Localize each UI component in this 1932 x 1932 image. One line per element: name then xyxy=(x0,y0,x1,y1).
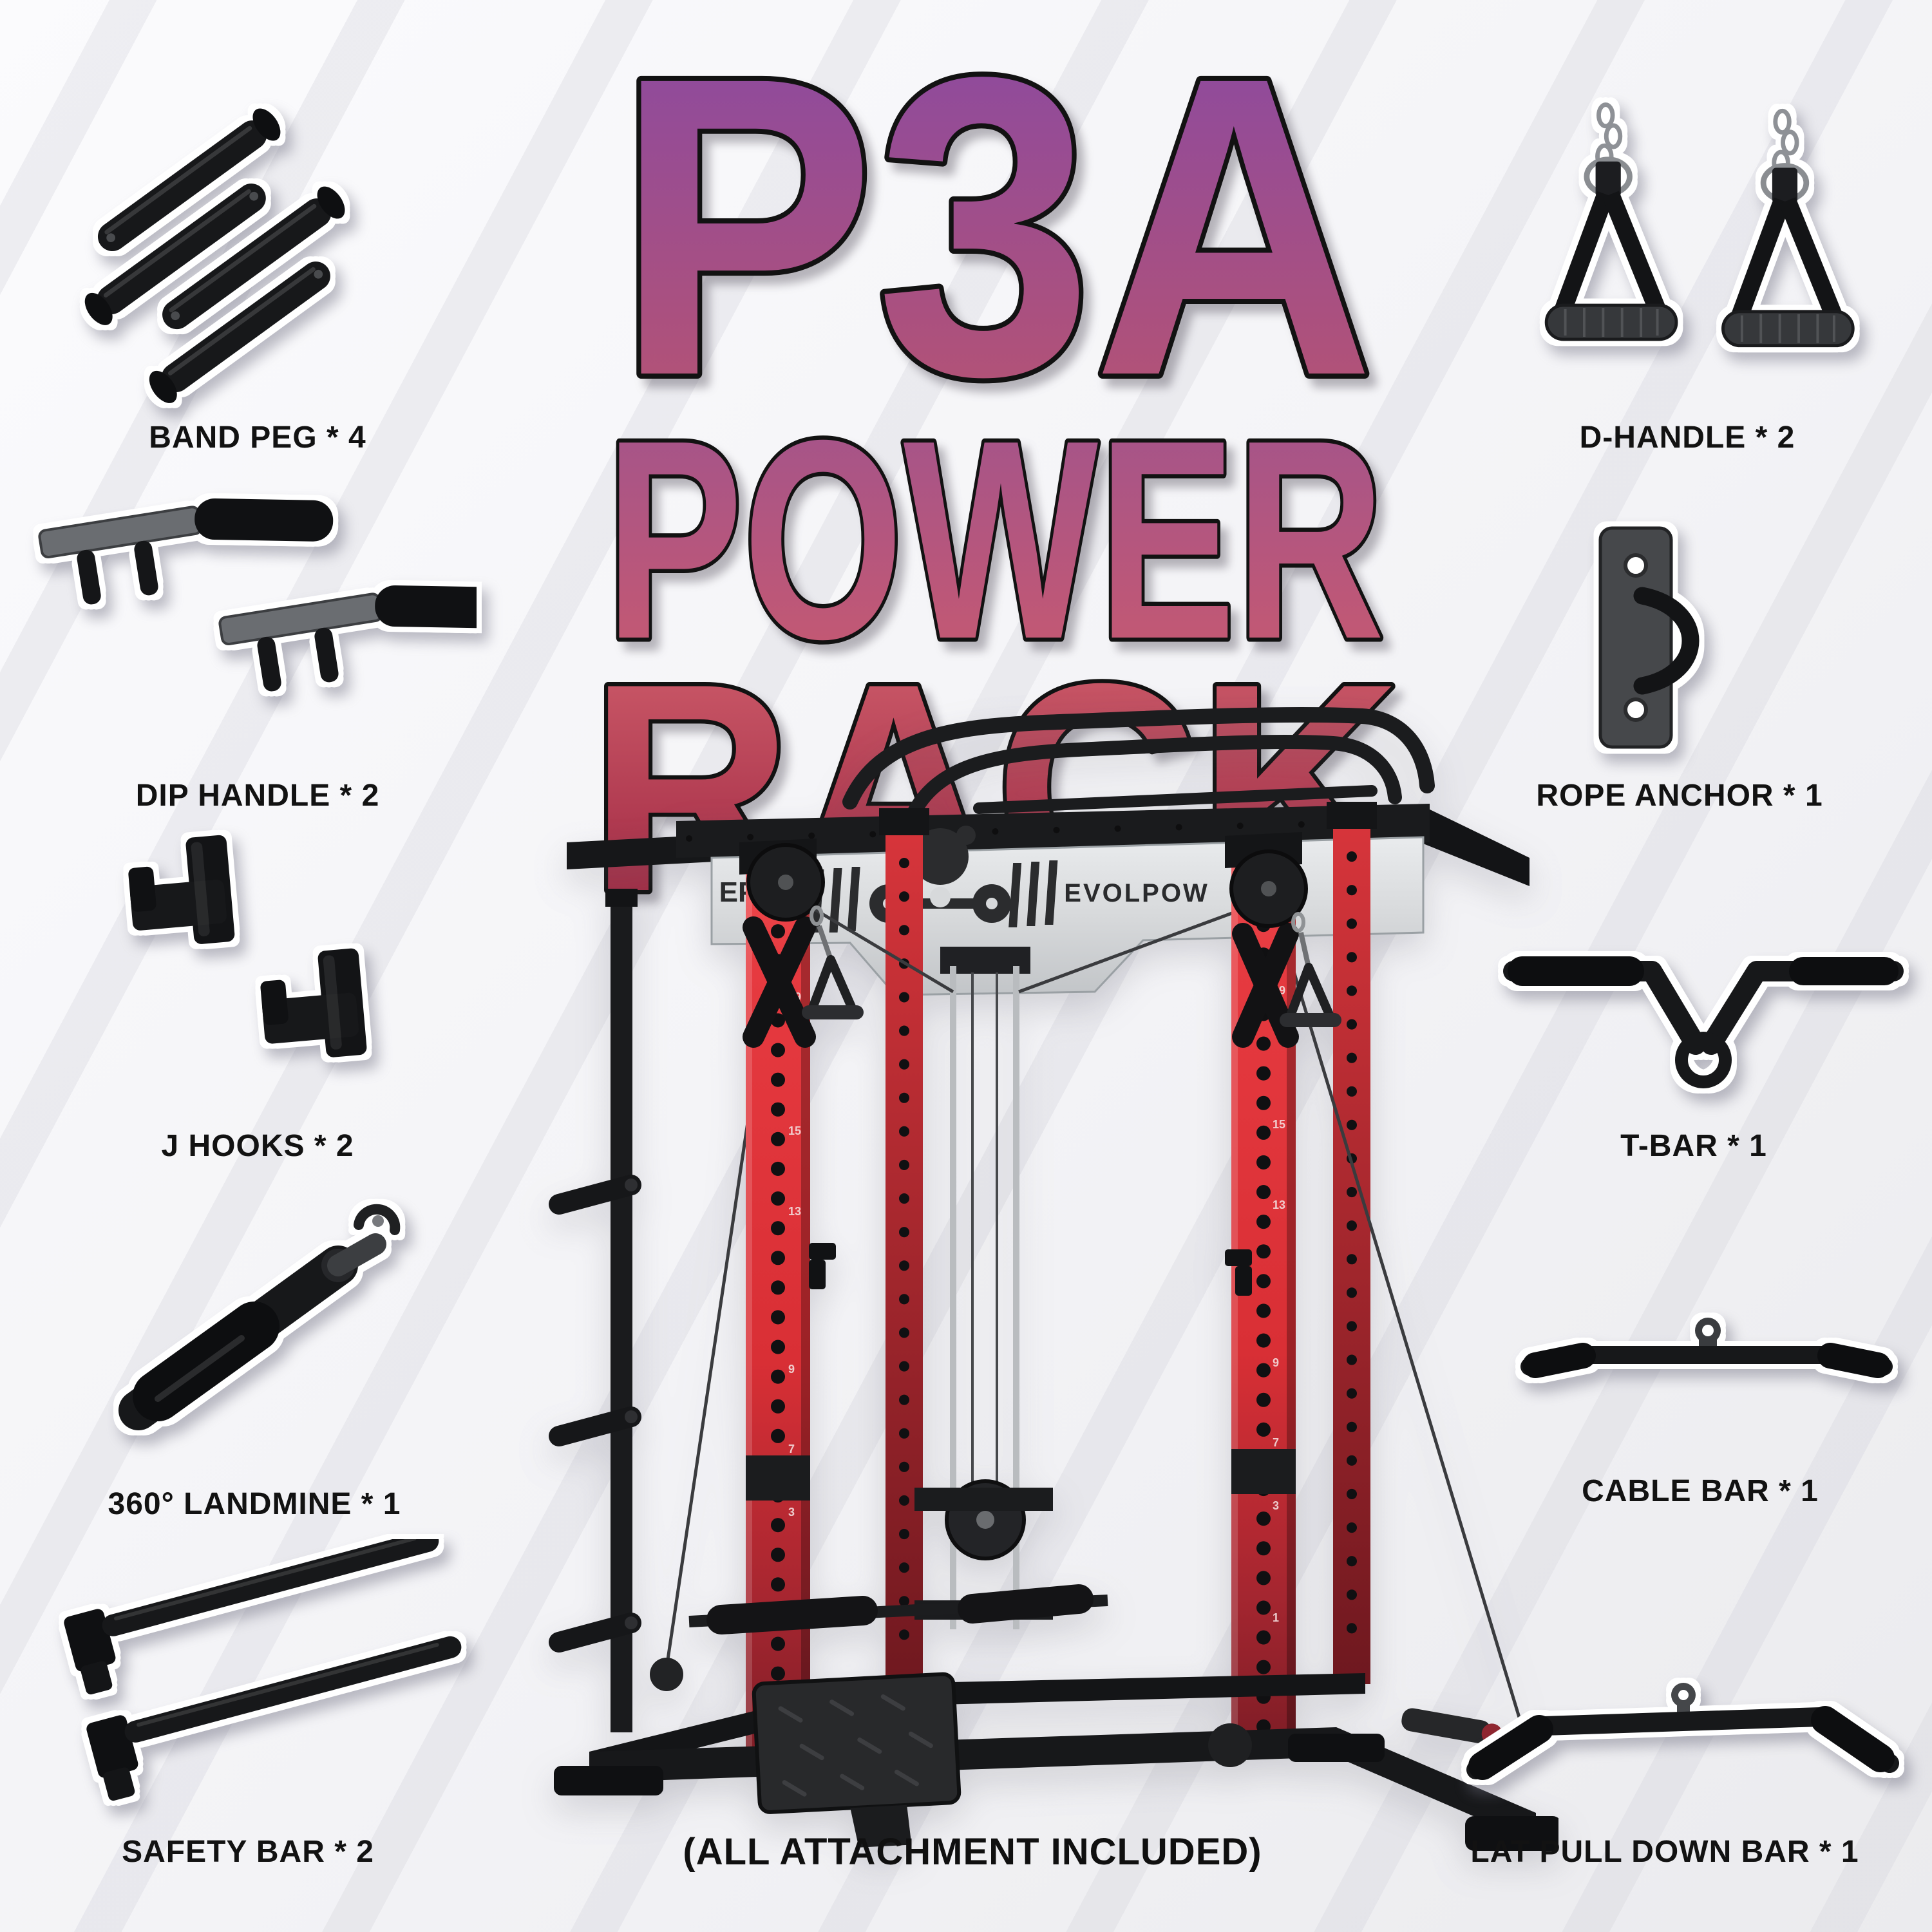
svg-text:7: 7 xyxy=(788,1443,795,1455)
left-pulley xyxy=(743,843,833,1048)
cable-end-weight xyxy=(650,1658,683,1691)
title-block: P3A POWER RACK xyxy=(585,0,1405,958)
svg-text:1: 1 xyxy=(1273,1611,1279,1624)
label-band-peg: BAND PEG * 4 xyxy=(149,421,366,455)
svg-text:9: 9 xyxy=(1273,1356,1279,1369)
label-lat-pull-down-bar: LAT PULL DOWN BAR * 1 xyxy=(1470,1835,1859,1869)
svg-text:15: 15 xyxy=(788,1124,801,1137)
svg-text:7: 7 xyxy=(1273,1436,1279,1449)
label-rope-anchor: ROPE ANCHOR * 1 xyxy=(1536,779,1823,813)
lat-pull-down-bar-icon xyxy=(1466,1683,1899,1780)
back-uprights xyxy=(879,802,1377,1697)
j-hooks-icon xyxy=(128,835,367,1057)
landmine-icon xyxy=(118,1204,401,1430)
svg-text:9: 9 xyxy=(788,1363,795,1376)
power-rack-illustration: EVOLPOW EP xyxy=(549,706,1558,1851)
rope-anchor-icon xyxy=(1598,526,1700,749)
d-handle-icon xyxy=(1544,102,1855,348)
foot-plate xyxy=(752,1672,961,1848)
brand-text: EVOLPOW xyxy=(1064,879,1209,907)
right-pulley xyxy=(1229,849,1311,1048)
svg-text:3: 3 xyxy=(1273,1499,1279,1512)
footnote: (ALL ATTACHMENT INCLUDED) xyxy=(683,1831,1262,1873)
svg-text:13: 13 xyxy=(1273,1198,1285,1211)
label-j-hooks: J HOOKS * 2 xyxy=(161,1129,354,1163)
row-handles xyxy=(688,1584,1108,1634)
lat-tower xyxy=(914,947,1053,1629)
cable-bar-icon xyxy=(1520,1318,1893,1378)
band-peg-icon xyxy=(84,108,345,403)
dip-handle-icon xyxy=(38,498,477,692)
hanging-handle-left xyxy=(802,955,864,1019)
svg-text:15: 15 xyxy=(1273,1118,1285,1131)
pullup-bar-crown xyxy=(842,706,1435,819)
title-line-1: P3A xyxy=(615,0,1375,464)
hanging-handle-right xyxy=(1280,963,1341,1027)
svg-text:3: 3 xyxy=(788,1506,795,1519)
title-line-2: POWER xyxy=(605,382,1385,698)
base-frame xyxy=(554,1673,1558,1851)
plate-storage xyxy=(549,889,641,1732)
label-d-handle: D-HANDLE * 2 xyxy=(1579,421,1795,455)
svg-text:13: 13 xyxy=(788,1205,801,1218)
safety-bar-icon xyxy=(64,1539,462,1801)
label-t-bar: T-BAR * 1 xyxy=(1620,1129,1767,1163)
t-bar-icon xyxy=(1503,956,1904,1088)
label-dip-handle: DIP HANDLE * 2 xyxy=(135,779,380,813)
label-safety-bar: SAFETY BAR * 2 xyxy=(122,1835,374,1869)
j-hook-left-mounted xyxy=(809,1243,836,1289)
label-cable-bar: CABLE BAR * 1 xyxy=(1582,1474,1819,1508)
label-landmine: 360° LANDMINE * 1 xyxy=(108,1487,401,1521)
j-hook-right-mounted xyxy=(1225,1249,1252,1296)
